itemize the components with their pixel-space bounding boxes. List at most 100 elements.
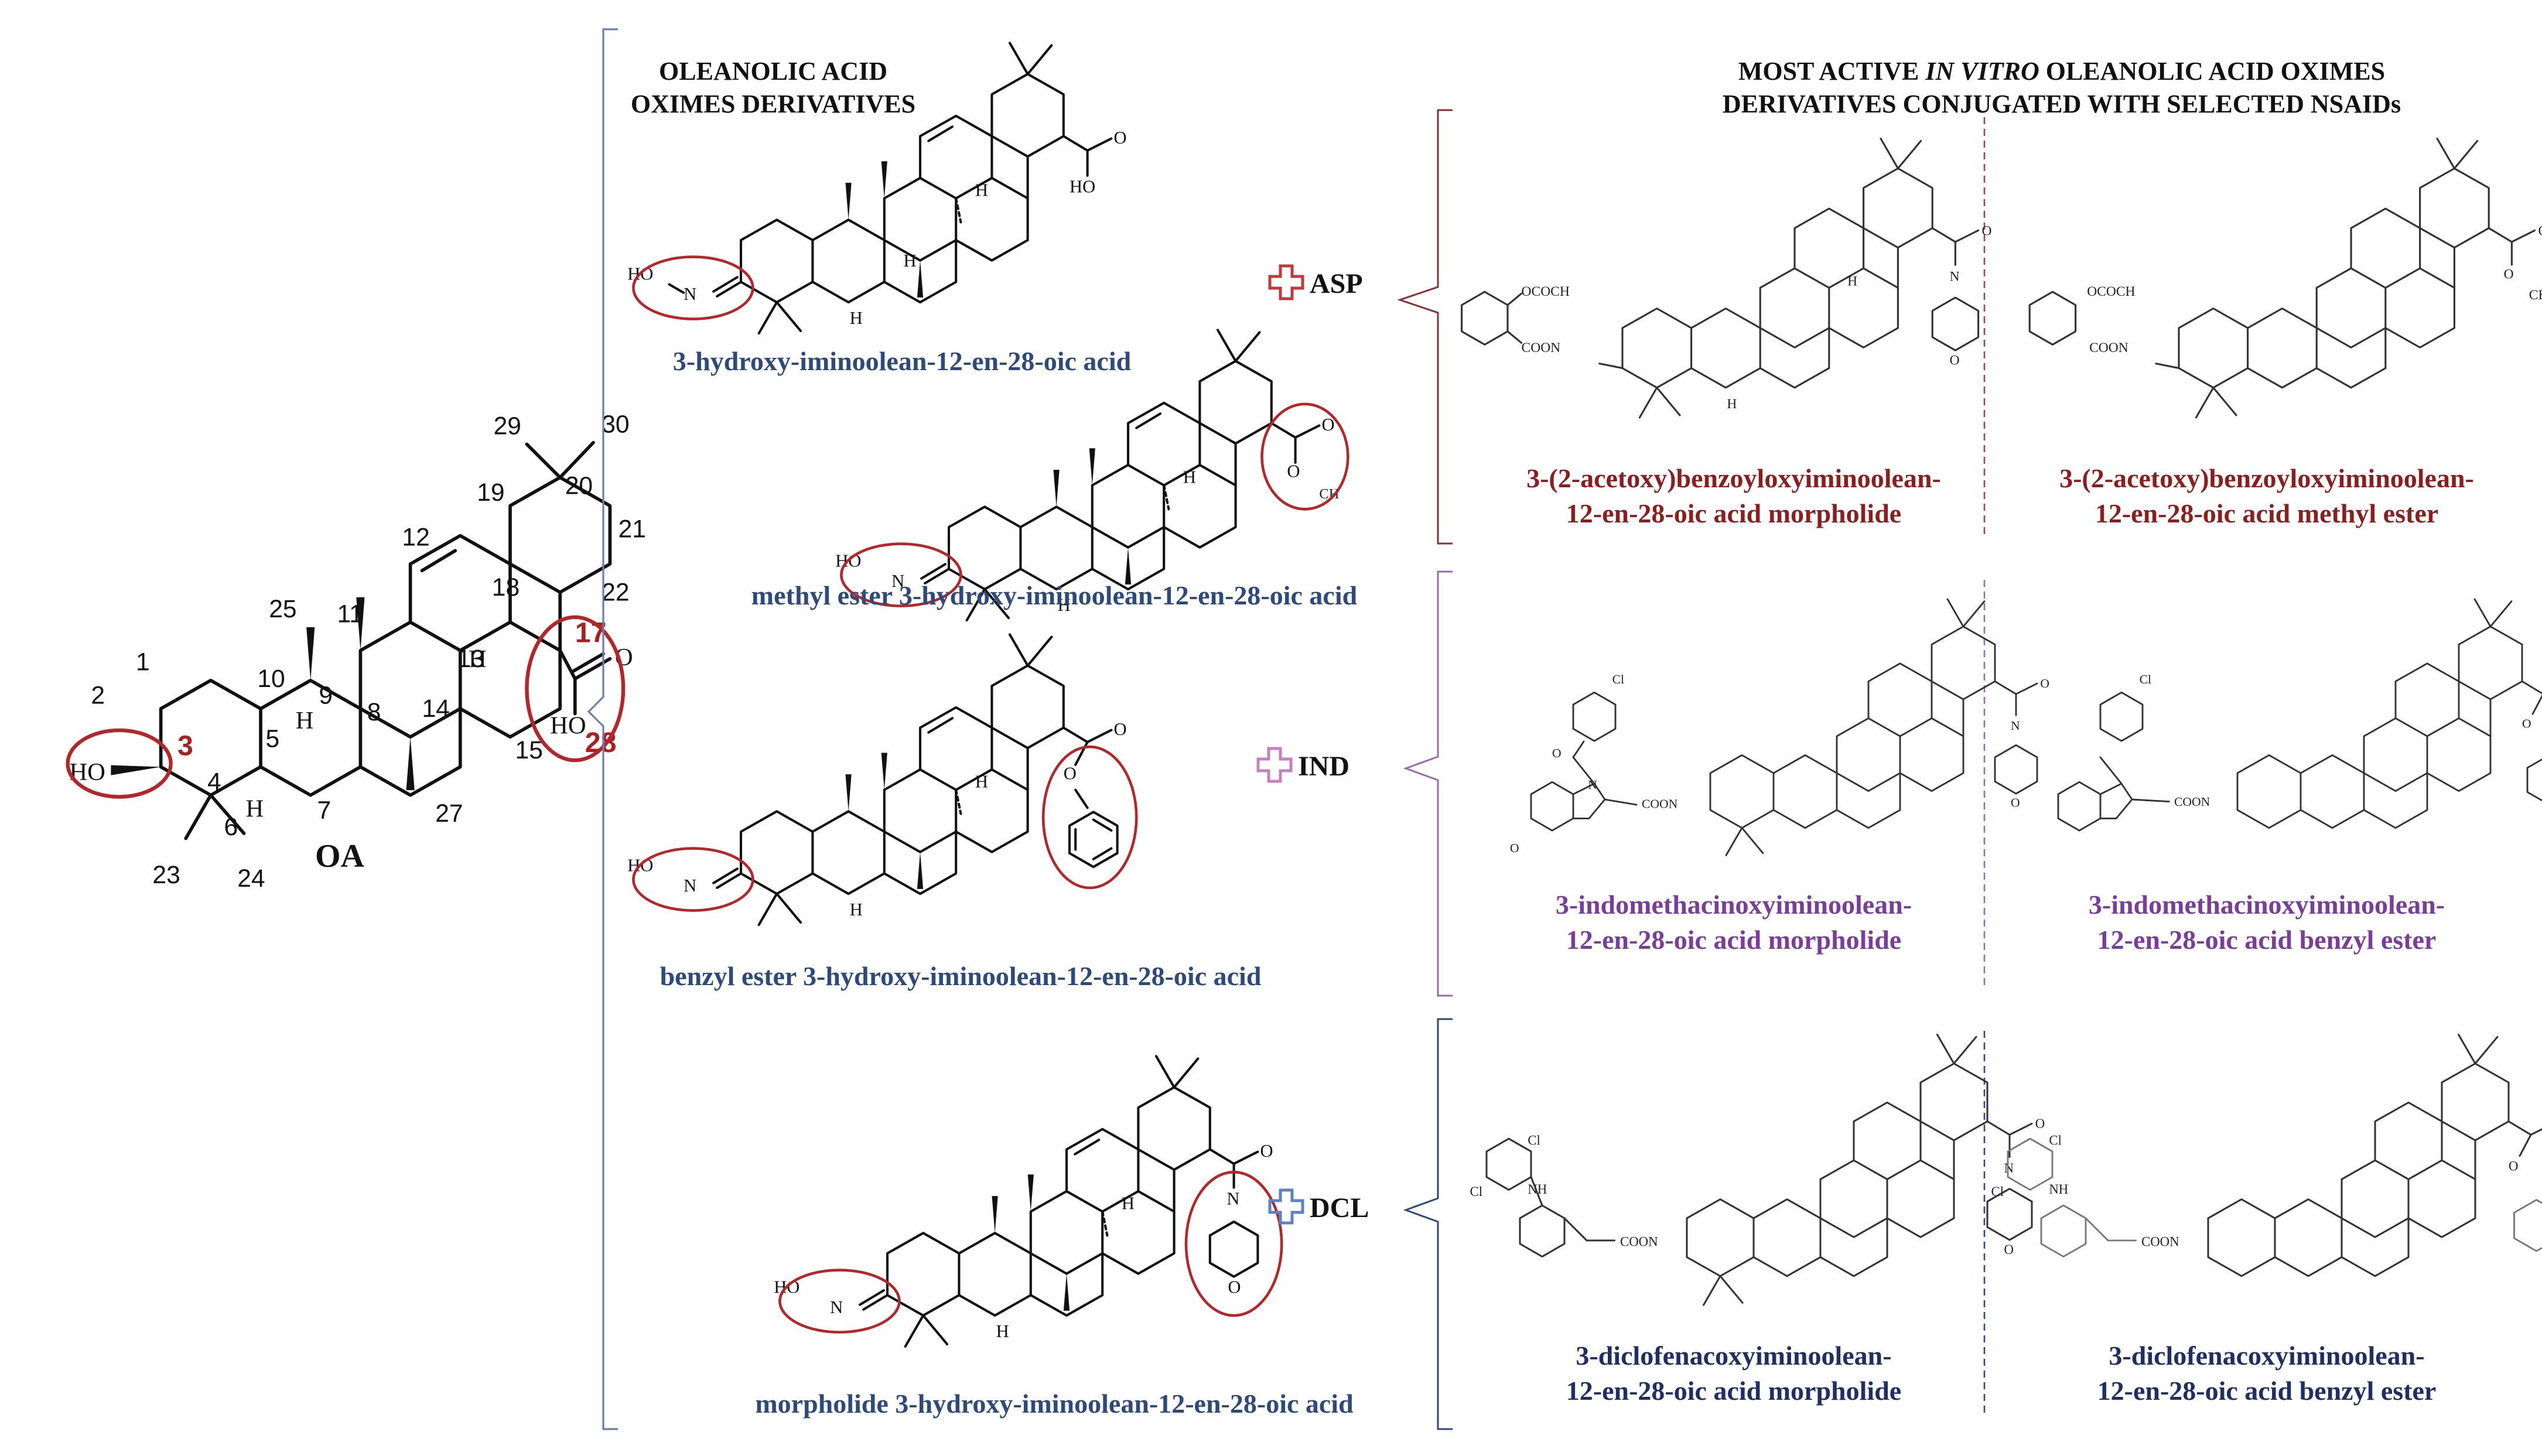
svg-text:H: H — [1727, 397, 1737, 412]
nsaid-ind: IND — [1256, 747, 1349, 783]
svg-text:O: O — [1287, 461, 1300, 481]
header-left-line1: OLEANOLIC ACID — [659, 57, 887, 86]
nsaid-dcl: DCL — [1268, 1188, 1369, 1225]
svg-text:H: H — [1847, 274, 1857, 289]
derivative-1-name: 3-hydroxy-iminoolean-12-en-28-oic acid — [673, 346, 1132, 376]
asp-methyl-name-line2: 12-en-28-oic acid methyl ester — [2095, 498, 2438, 528]
svg-text:8: 8 — [367, 698, 381, 726]
svg-text:N: N — [891, 571, 904, 591]
svg-text:1: 1 — [136, 648, 150, 676]
dcl-brace — [1403, 1018, 1453, 1430]
asp-brace — [1397, 109, 1453, 545]
header-right-line2: DERIVATIVES CONJUGATED WITH SELECTED NSA… — [1723, 90, 2401, 118]
svg-text:N: N — [684, 284, 696, 304]
svg-text:O: O — [1981, 223, 1991, 238]
svg-text:23: 23 — [152, 861, 180, 889]
svg-text:N: N — [830, 1297, 843, 1317]
svg-text:H: H — [1183, 467, 1196, 487]
asp-morpholide-name-line2: 12-en-28-oic acid morpholide — [1566, 498, 1901, 528]
svg-text:O: O — [1950, 353, 1960, 368]
svg-text:COON: COON — [2089, 340, 2128, 356]
svg-text:Cl: Cl — [2049, 1133, 2062, 1148]
derivative-2-structure: N HO O O CH H H — [835, 330, 1349, 620]
svg-text:4: 4 — [207, 768, 221, 796]
svg-text:25: 25 — [269, 595, 296, 623]
svg-text:O: O — [1113, 128, 1126, 148]
svg-text:O: O — [2522, 717, 2531, 731]
svg-text:N: N — [1226, 1188, 1239, 1208]
svg-text:27: 27 — [435, 799, 463, 828]
svg-text:19: 19 — [477, 479, 504, 507]
svg-text:OCOCH: OCOCH — [2087, 284, 2135, 299]
oa-label: OA — [315, 838, 365, 874]
oa-locants: 1 2 3 4 5 6 7 8 9 10 11 12 13 14 15 17 1… — [91, 411, 646, 893]
svg-text:30: 30 — [602, 411, 629, 439]
svg-text:24: 24 — [237, 864, 265, 893]
asp-morpholide-structure: OCOCH COON O N O H H — [1461, 138, 1991, 419]
derivative-2-name: methyl ester 3-hydroxy-iminoolean-12-en-… — [751, 580, 1358, 610]
svg-text:O: O — [2011, 796, 2020, 810]
svg-text:H: H — [1122, 1194, 1135, 1214]
svg-text:IND: IND — [1298, 751, 1349, 782]
plus-icon-ind — [1256, 747, 1293, 783]
svg-text:H: H — [1058, 595, 1071, 615]
dcl-morpholide-name-line2: 12-en-28-oic acid morpholide — [1566, 1376, 1901, 1406]
svg-text:Cl: Cl — [1991, 1184, 2004, 1199]
svg-text:O: O — [1064, 763, 1077, 783]
ind-morpholide-name-line2: 12-en-28-oic acid morpholide — [1566, 925, 1901, 955]
svg-text:N: N — [684, 876, 696, 896]
dcl-morpholide-name-line1: 3-diclofenacoxyiminoolean- — [1576, 1341, 1891, 1370]
svg-text:HO: HO — [1070, 176, 1095, 196]
svg-text:O: O — [1510, 841, 1519, 855]
svg-text:18: 18 — [492, 573, 520, 601]
svg-text:O: O — [1260, 1141, 1273, 1161]
svg-text:COON: COON — [2141, 1235, 2179, 1249]
nsaid-asp: ASP — [1268, 264, 1363, 300]
ind-morpholide-name-line1: 3-indomethacinoxyiminoolean- — [1556, 890, 1912, 920]
dcl-benzyl-structure: COON Cl Cl NH O O — [1991, 1033, 2542, 1277]
ind-benzyl-name-line2: 12-en-28-oic acid benzyl ester — [2097, 925, 2437, 955]
asp-methyl-name-line1: 3-(2-acetoxy)benzoyloxyiminoolean- — [2059, 463, 2474, 493]
asp-methyl-structure: OCOCH COON O O CH — [2028, 138, 2542, 419]
svg-text:13: 13 — [457, 645, 484, 673]
oa-h9-label: H — [296, 707, 314, 734]
plus-icon-asp — [1268, 264, 1304, 300]
header-right-line1: MOST ACTIVE IN VITRO OLEANOLIC ACID OXIM… — [1738, 57, 2385, 86]
svg-text:O: O — [2538, 223, 2542, 238]
svg-text:O: O — [2509, 1158, 2518, 1173]
svg-text:OCOCH: OCOCH — [1522, 284, 1570, 299]
svg-text:6: 6 — [224, 813, 238, 841]
header-left-line2: OXIMES DERIVATIVES — [631, 90, 915, 118]
dcl-benzyl-name-line1: 3-diclofenacoxyiminoolean- — [2109, 1341, 2424, 1370]
svg-text:21: 21 — [619, 515, 646, 543]
ind-morpholide-structure: COON Cl O N O O N O — [1510, 598, 2049, 856]
svg-text:10: 10 — [257, 665, 285, 693]
svg-text:DCL: DCL — [1310, 1192, 1369, 1223]
plus-icon-dcl — [1268, 1188, 1304, 1225]
svg-text:Cl: Cl — [2140, 672, 2151, 686]
ind-benzyl-name-line1: 3-indomethacinoxyiminoolean- — [2089, 890, 2445, 920]
svg-text:H: H — [850, 900, 863, 920]
ind-benzyl-structure: COON Cl O O — [2057, 598, 2542, 832]
svg-text:O: O — [1321, 415, 1334, 435]
svg-text:9: 9 — [319, 681, 333, 709]
svg-text:H: H — [975, 180, 988, 200]
dcl-morpholide-structure: COON Cl Cl NH O N O — [1470, 1033, 2045, 1306]
svg-text:29: 29 — [494, 412, 521, 440]
svg-text:3: 3 — [177, 730, 193, 762]
derivative-4-name: morpholide 3-hydroxy-iminoolean-12-en-28… — [755, 1389, 1354, 1419]
svg-text:O: O — [1552, 746, 1562, 760]
derivative-4-structure: N HO O N O H H — [774, 1056, 1283, 1346]
svg-text:COON: COON — [1620, 1235, 1658, 1249]
svg-text:O: O — [1228, 1277, 1241, 1297]
svg-text:ASP: ASP — [1310, 268, 1363, 299]
svg-text:NH: NH — [2049, 1182, 2068, 1197]
svg-text:H: H — [850, 308, 863, 328]
svg-text:COON: COON — [1522, 340, 1561, 356]
svg-text:Cl: Cl — [1528, 1133, 1540, 1148]
svg-text:O: O — [2040, 676, 2049, 691]
svg-text:N: N — [1588, 778, 1597, 792]
svg-text:5: 5 — [266, 724, 280, 753]
svg-text:H: H — [975, 772, 988, 792]
oa-oh-label: HO — [550, 712, 586, 740]
